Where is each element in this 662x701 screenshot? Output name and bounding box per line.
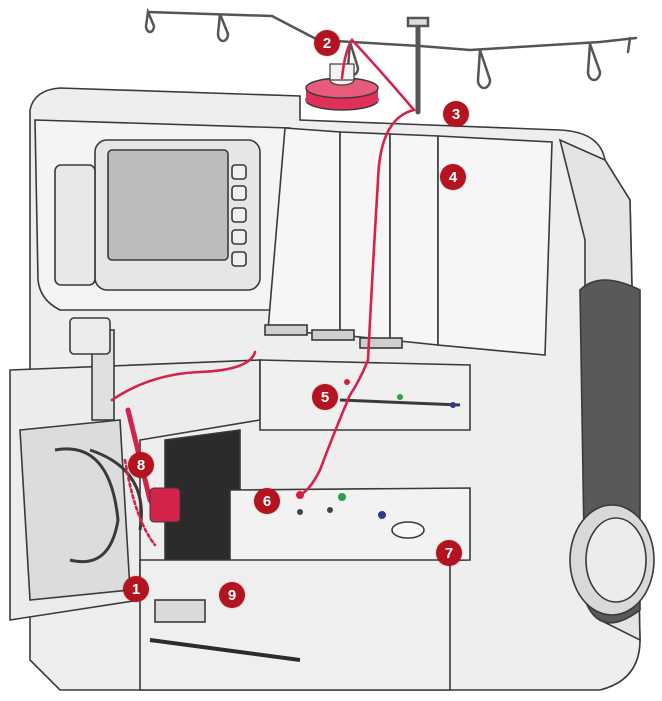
callout-2: 2 [314, 30, 340, 56]
callout-4: 4 [440, 164, 466, 190]
callout-9: 9 [219, 582, 245, 608]
callout-8: 8 [128, 452, 154, 478]
thread-spool [305, 63, 379, 111]
callout-6: 6 [254, 488, 280, 514]
callout-1: 1 [123, 576, 149, 602]
looper-thread-guide [149, 487, 181, 523]
callout-5: 5 [312, 384, 338, 410]
callout-7: 7 [436, 540, 462, 566]
callout-3: 3 [443, 101, 469, 127]
